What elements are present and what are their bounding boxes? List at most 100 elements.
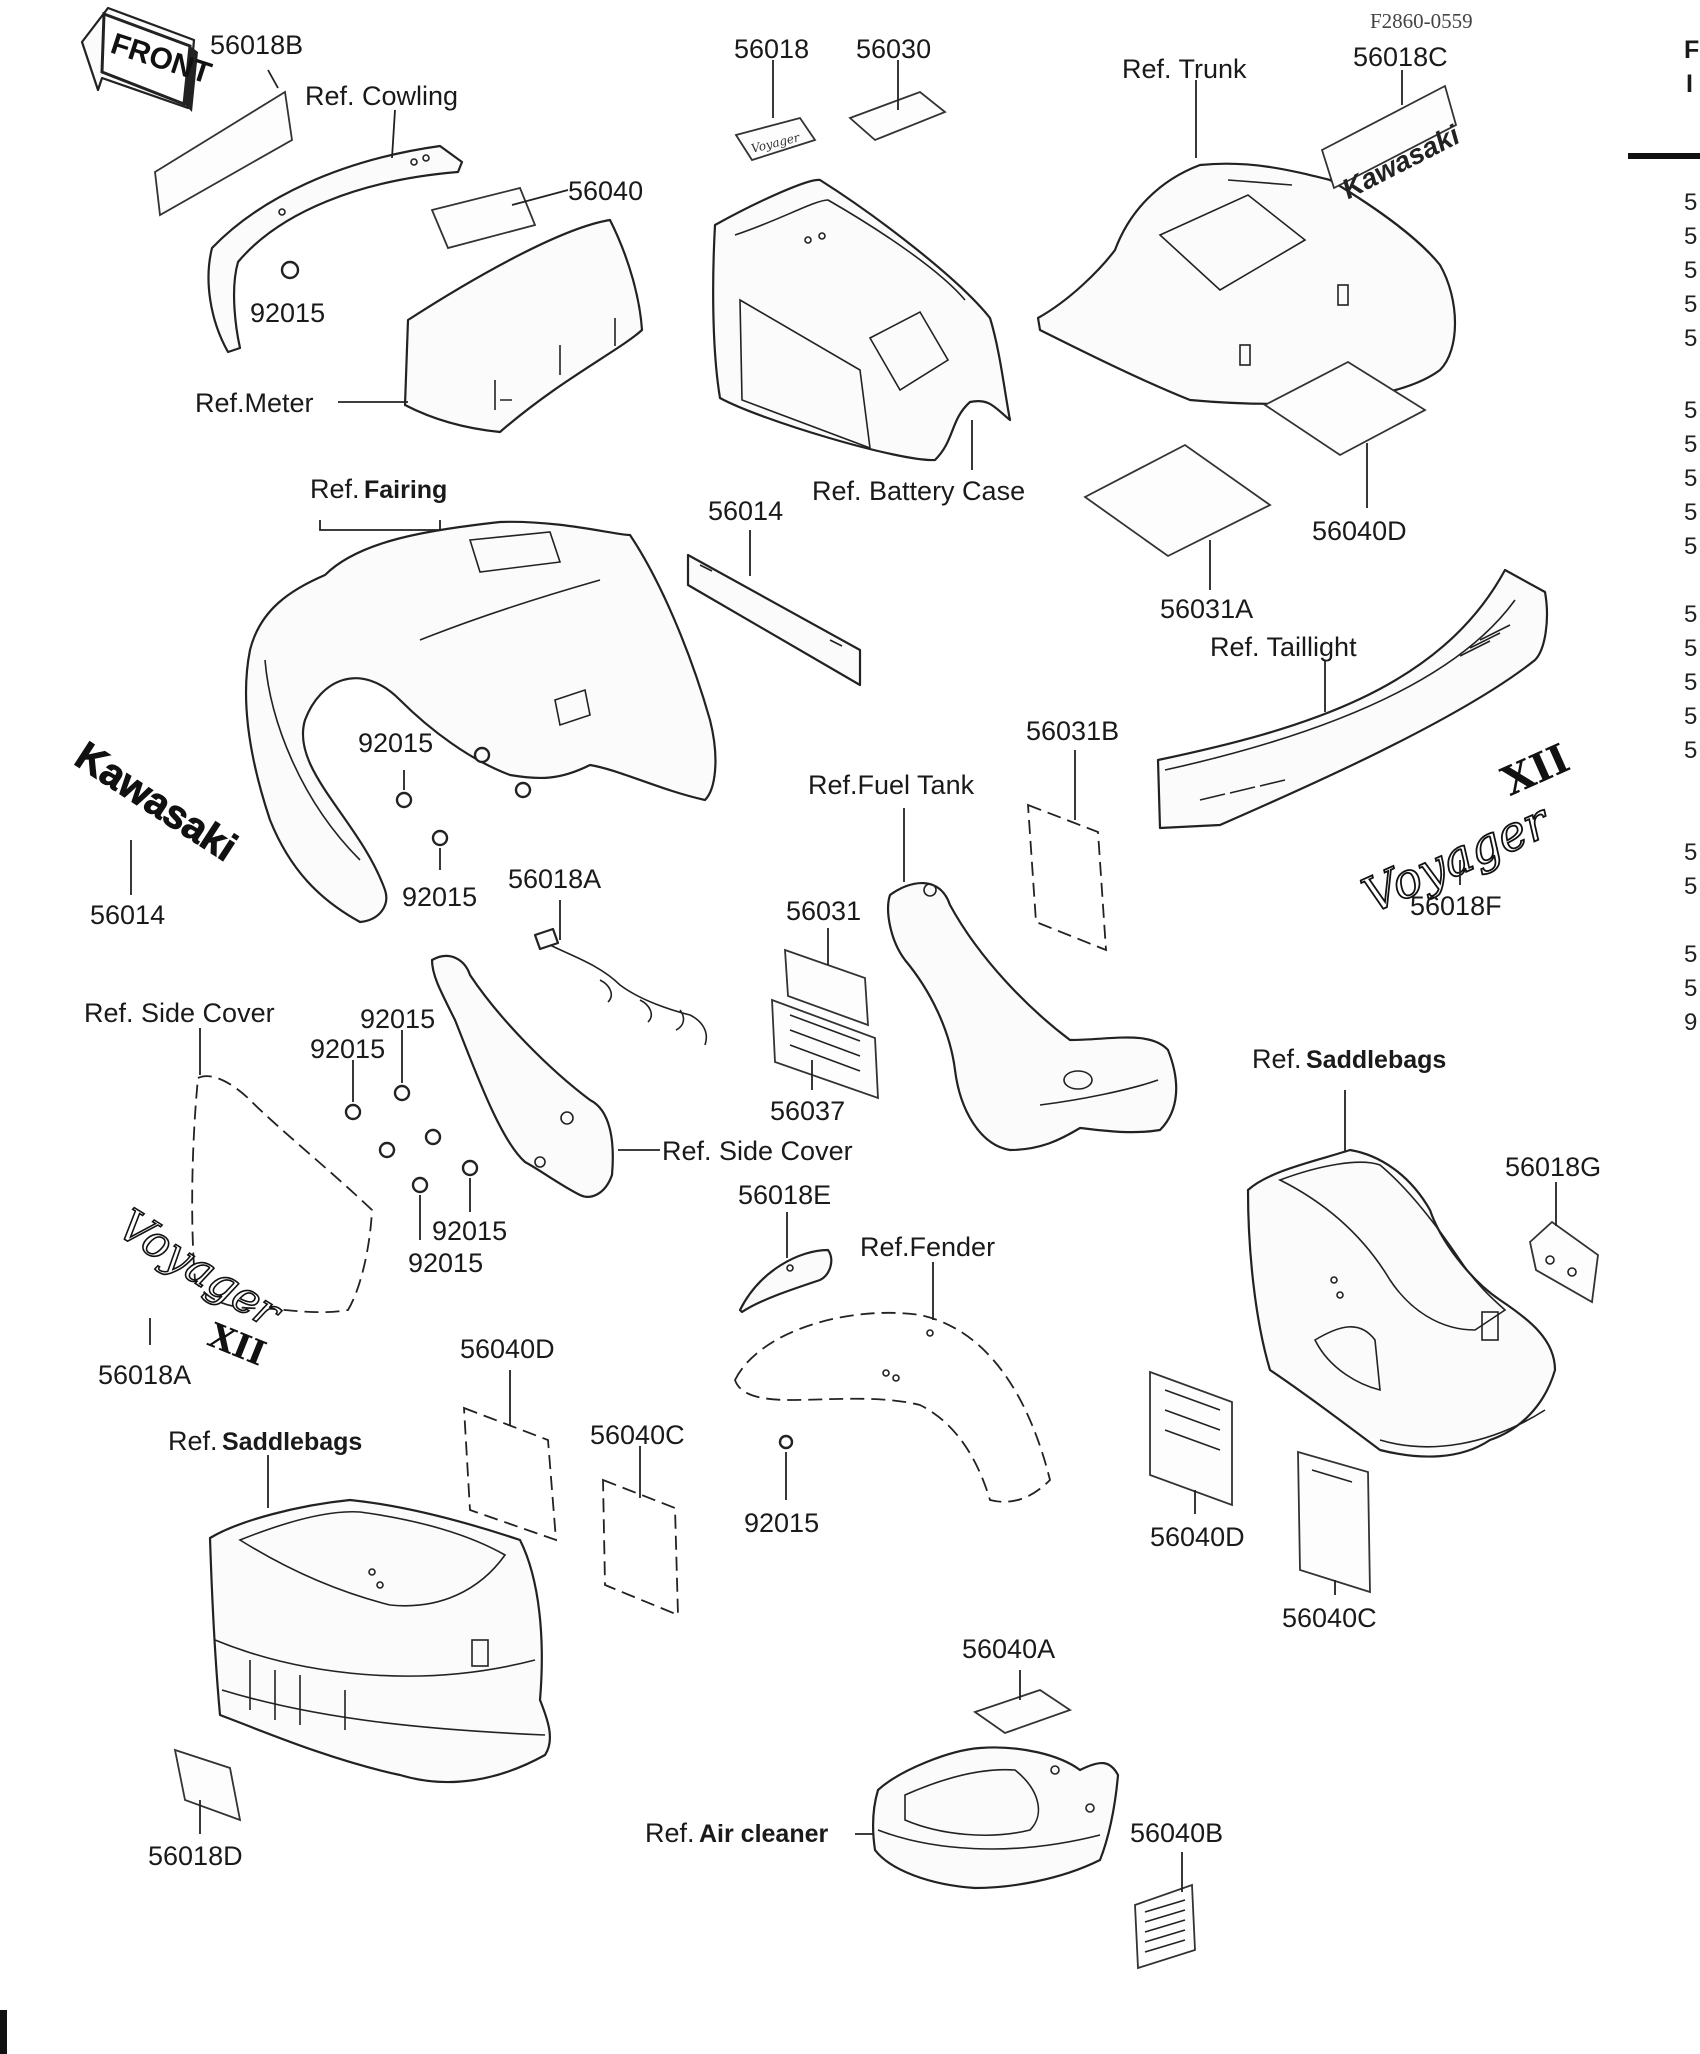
- cropped-parts-list: F I 5 5 5 5 5 5 5 5 5 5 5 5 5 5 5 5 5 5 …: [1628, 36, 1700, 1036]
- label-56018A-b: 56018A: [98, 1360, 191, 1390]
- label-ref-trunk: Ref. Trunk: [1122, 54, 1247, 84]
- emblem-kawasaki-56014: Kawasaki: [67, 733, 245, 870]
- label-56018A-a: 56018A: [508, 864, 601, 894]
- corner-mark: [0, 2010, 7, 2054]
- kawasaki-emblem-large: Kawasaki: [68, 734, 245, 870]
- nut-fairing-1: [473, 746, 491, 764]
- label-ref-fairing-ref: Ref.: [310, 474, 360, 504]
- fender: [734, 1311, 1051, 1503]
- emblem-56018A-plate: [533, 927, 708, 1046]
- label-56040B: 56040B: [1130, 1818, 1223, 1848]
- label-92015-a: 92015: [250, 298, 325, 328]
- side-cover-left: [191, 1075, 373, 1314]
- list-glyph: 5: [1684, 601, 1697, 628]
- emblem-voyager-56018A: Voyager XII: [108, 1199, 292, 1375]
- nut-92015-c: [431, 829, 449, 847]
- label-56031: 56031: [786, 896, 861, 926]
- nut-92015-e: [393, 1084, 411, 1102]
- list-glyph: 5: [1684, 431, 1697, 458]
- leader-56018B: [267, 69, 279, 89]
- battery-case: [712, 178, 1012, 462]
- decal-56040D-right: [1149, 1370, 1233, 1507]
- decal-56018: Voyager: [734, 116, 817, 162]
- nut-92015-d: [344, 1103, 362, 1121]
- label-56040D-right: 56040D: [1150, 1522, 1245, 1552]
- label-56040C-right: 56040C: [1282, 1603, 1377, 1633]
- label-92015-b: 92015: [358, 728, 433, 758]
- list-glyph: 5: [1684, 635, 1697, 662]
- label-saddle-right-bold: Saddlebags: [1306, 1046, 1446, 1074]
- label-56037: 56037: [770, 1096, 845, 1126]
- decal-56018E: [738, 1248, 833, 1314]
- nut-92015-a: [280, 260, 300, 280]
- label-92015-c: 92015: [402, 882, 477, 912]
- label-ref-fuel-tank: Ref.Fuel Tank: [808, 770, 975, 800]
- decal-56040D-top: [1263, 360, 1427, 457]
- label-ref-side-cover-right: Ref. Side Cover: [662, 1136, 853, 1166]
- label-ref-battery-case: Ref. Battery Case: [812, 476, 1025, 506]
- label-56018D: 56018D: [148, 1841, 243, 1871]
- leader-fairing-bracket: [319, 520, 441, 531]
- label-aircleaner-bold: Air cleaner: [699, 1820, 829, 1848]
- decal-56031A: [1083, 443, 1272, 558]
- decal-56018G: [1529, 1220, 1599, 1304]
- trunk: [1036, 162, 1456, 405]
- label-92015-h: 92015: [744, 1508, 819, 1538]
- label-56014-b: 56014: [708, 496, 783, 526]
- label-ref-taillight-ref: Ref. Taillight: [1210, 632, 1357, 662]
- nut-fairing-2: [514, 781, 532, 799]
- list-header-glyph-2: I: [1686, 70, 1693, 98]
- list-glyph: 5: [1684, 873, 1697, 900]
- list-glyph: 5: [1684, 257, 1697, 284]
- list-glyph: 5: [1684, 397, 1697, 424]
- label-92015-f: 92015: [432, 1216, 507, 1246]
- label-ref-air-cleaner: Ref. Air cleaner: [645, 1818, 828, 1848]
- decal-56031B: [1027, 803, 1107, 952]
- meter-cover: [403, 218, 644, 434]
- decal-56040B: [1134, 1883, 1196, 1970]
- decal-56040C-left: [602, 1478, 679, 1617]
- voyager-emblem-left: Voyager: [109, 1199, 292, 1340]
- label-ref-fender: Ref.Fender: [860, 1232, 995, 1262]
- list-glyph: 5: [1684, 291, 1697, 318]
- saddlebag-left: [208, 1498, 552, 1784]
- nut-sc-3: [378, 1141, 396, 1159]
- fuel-tank: [887, 882, 1178, 1152]
- front-arrow-icon: FRONT: [80, 6, 215, 112]
- label-56030: 56030: [856, 34, 931, 64]
- list-glyph: 5: [1684, 737, 1697, 764]
- label-56031A: 56031A: [1160, 594, 1253, 624]
- label-56018E: 56018E: [738, 1180, 831, 1210]
- label-56018G: 56018G: [1505, 1152, 1601, 1182]
- list-glyph: 5: [1684, 223, 1697, 250]
- label-56018B: 56018B: [210, 30, 303, 60]
- label-56014-a: 56014: [90, 900, 165, 930]
- label-ref-cowling: Ref. Cowling: [305, 81, 458, 111]
- label-ref-saddlebags-left: Ref. Saddlebags: [168, 1426, 362, 1456]
- label-saddle-left-ref: Ref.: [168, 1426, 218, 1456]
- list-glyph: 5: [1684, 325, 1697, 352]
- label-ref-meter: Ref.Meter: [195, 388, 314, 418]
- decal-56040: [430, 186, 537, 250]
- emblem-56018C: Kawasaki: [1320, 84, 1466, 205]
- nut-92015-h: [778, 1434, 794, 1450]
- label-aircleaner-ref: Ref.: [645, 1818, 695, 1848]
- label-56031B: 56031B: [1026, 716, 1119, 746]
- list-glyph: 9: [1684, 1009, 1697, 1036]
- list-glyph: 5: [1684, 839, 1697, 866]
- plate-56014: [686, 553, 862, 687]
- side-cover-right: [430, 954, 614, 1198]
- list-glyph: 5: [1684, 465, 1697, 492]
- decal-56030: [848, 90, 947, 142]
- decal-56031: [784, 948, 869, 1027]
- list-glyph: 5: [1684, 975, 1697, 1002]
- list-glyph: 5: [1684, 941, 1697, 968]
- list-glyph: 5: [1684, 499, 1697, 526]
- voyager-emblem-right-numeral: XII: [1495, 735, 1577, 806]
- nut-92015-f: [411, 1176, 429, 1194]
- decal-56040A: [973, 1689, 1072, 1735]
- leader-cowling: [391, 109, 396, 159]
- label-saddle-left-bold: Saddlebags: [222, 1428, 362, 1456]
- list-glyph: 5: [1684, 533, 1697, 560]
